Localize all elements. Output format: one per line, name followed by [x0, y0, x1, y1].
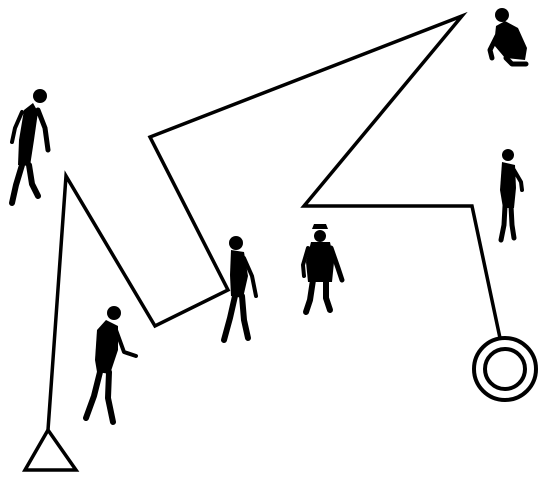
crouching-person-top-right: [490, 8, 527, 64]
route-path: [48, 16, 500, 430]
standing-person-top-left: [12, 89, 48, 203]
standing-person-hat-center-right: [303, 224, 342, 312]
walking-person-bottom-left: [86, 306, 136, 422]
standing-person-right: [500, 149, 522, 240]
end-ring-marker: [474, 338, 536, 400]
start-triangle-marker: [25, 430, 76, 470]
